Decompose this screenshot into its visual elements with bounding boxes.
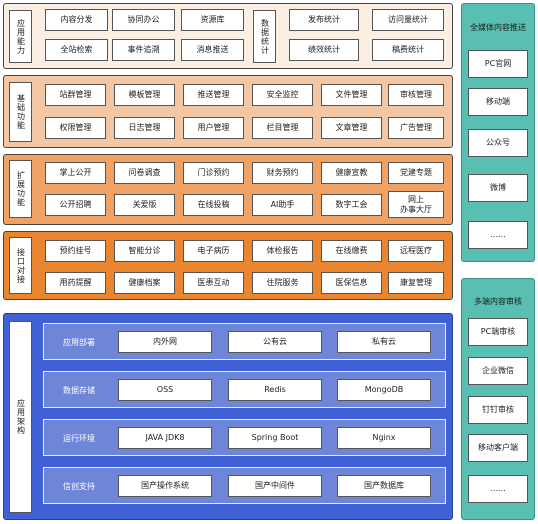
ext-item: 网上 办事大厅: [388, 191, 444, 218]
arch-item: Spring Boot: [228, 427, 322, 449]
stats-item: 稿费统计: [372, 39, 444, 61]
extension-function-label: 扩展功能: [9, 160, 32, 218]
basic-item: 模板管理: [114, 84, 175, 106]
content-audit-title: 多端内容审核: [474, 297, 522, 306]
ext-item: 问卷调查: [114, 162, 175, 184]
arch-item: Nginx: [337, 427, 431, 449]
arch-item: 国产数据库: [337, 475, 431, 497]
arch-row-label: 数据存储: [63, 385, 95, 395]
media-item: ......: [468, 221, 528, 249]
iface-item: 在线缴费: [321, 240, 382, 262]
stats-item: 绩效统计: [289, 39, 359, 61]
basic-item: 安全监控: [252, 84, 313, 106]
audit-item: ......: [468, 475, 528, 503]
iface-item: 康复管理: [388, 272, 444, 294]
basic-item: 审核管理: [388, 84, 444, 106]
iface-item: 电子病历: [183, 240, 244, 262]
basic-item: 推送管理: [183, 84, 244, 106]
audit-item: 企业微信: [468, 357, 528, 385]
audit-item: 移动客户端: [468, 434, 528, 462]
ext-item: 关爱版: [114, 194, 175, 216]
arch-item: Redis: [228, 379, 322, 401]
iface-item: 预约挂号: [45, 240, 106, 262]
basic-item: 栏目管理: [252, 117, 313, 139]
ext-item: AI助手: [252, 194, 313, 216]
basic-item: 文章管理: [321, 117, 382, 139]
arch-row-label: 信创支持: [63, 481, 95, 491]
arch-row-label: 应用部署: [63, 337, 95, 347]
ext-item: 在线投稿: [183, 194, 244, 216]
arch-item: MongoDB: [337, 379, 431, 401]
ext-item: 掌上公开: [45, 162, 106, 184]
basic-item: 广告管理: [388, 117, 444, 139]
app-item: 内容分发: [45, 9, 108, 31]
arch-row-label: 运行环境: [63, 433, 95, 443]
basic-item: 文件管理: [321, 84, 382, 106]
media-item: PC官网: [468, 50, 528, 78]
audit-item: PC端审核: [468, 318, 528, 346]
arch-item: 内外网: [118, 331, 212, 353]
ext-item: 公开招聘: [45, 194, 106, 216]
arch-item: 国产中间件: [228, 475, 322, 497]
iface-item: 医保信息: [321, 272, 382, 294]
media-item: 微博: [468, 174, 528, 202]
media-item: 公众号: [468, 129, 528, 157]
basic-item: 日志管理: [114, 117, 175, 139]
ext-item: 健康宣教: [321, 162, 382, 184]
media-item: 移动端: [468, 88, 528, 116]
iface-item: 体检报告: [252, 240, 313, 262]
iface-item: 健康档案: [114, 272, 175, 294]
arch-item: 公有云: [228, 331, 322, 353]
arch-item: OSS: [118, 379, 212, 401]
ext-item: 财务预约: [252, 162, 313, 184]
media-push-title: 全媒体内容推送: [470, 23, 526, 32]
app-item: 事件追溯: [112, 39, 175, 61]
basic-item: 站群管理: [45, 84, 106, 106]
ext-item: 党建专题: [388, 162, 444, 184]
iface-item: 用药提醒: [45, 272, 106, 294]
audit-item: 钉钉审核: [468, 396, 528, 424]
arch-item: JAVA JDK8: [118, 427, 212, 449]
basic-item: 用户管理: [183, 117, 244, 139]
basic-function-label: 基础功能: [9, 82, 32, 142]
interface-label: 接口对接: [9, 237, 32, 294]
data-stats-label: 数据统计: [253, 10, 276, 63]
basic-item: 权限管理: [45, 117, 106, 139]
stats-item: 发布统计: [289, 9, 359, 31]
arch-item: 国产操作系统: [118, 475, 212, 497]
app-item: 资源库: [181, 9, 244, 31]
app-item: 协同办公: [112, 9, 175, 31]
arch-item: 私有云: [337, 331, 431, 353]
ext-item: 数字工会: [321, 194, 382, 216]
ext-item: 门诊预约: [183, 162, 244, 184]
iface-item: 住院服务: [252, 272, 313, 294]
app-capability-label: 应用能力: [9, 10, 32, 63]
iface-item: 智能分诊: [114, 240, 175, 262]
app-item: 全站检索: [45, 39, 108, 61]
stats-item: 访问量统计: [372, 9, 444, 31]
iface-item: 医患互动: [183, 272, 244, 294]
iface-item: 远程医疗: [388, 240, 444, 262]
architecture-label: 应用架构: [9, 321, 32, 513]
app-item: 消息推送: [181, 39, 244, 61]
